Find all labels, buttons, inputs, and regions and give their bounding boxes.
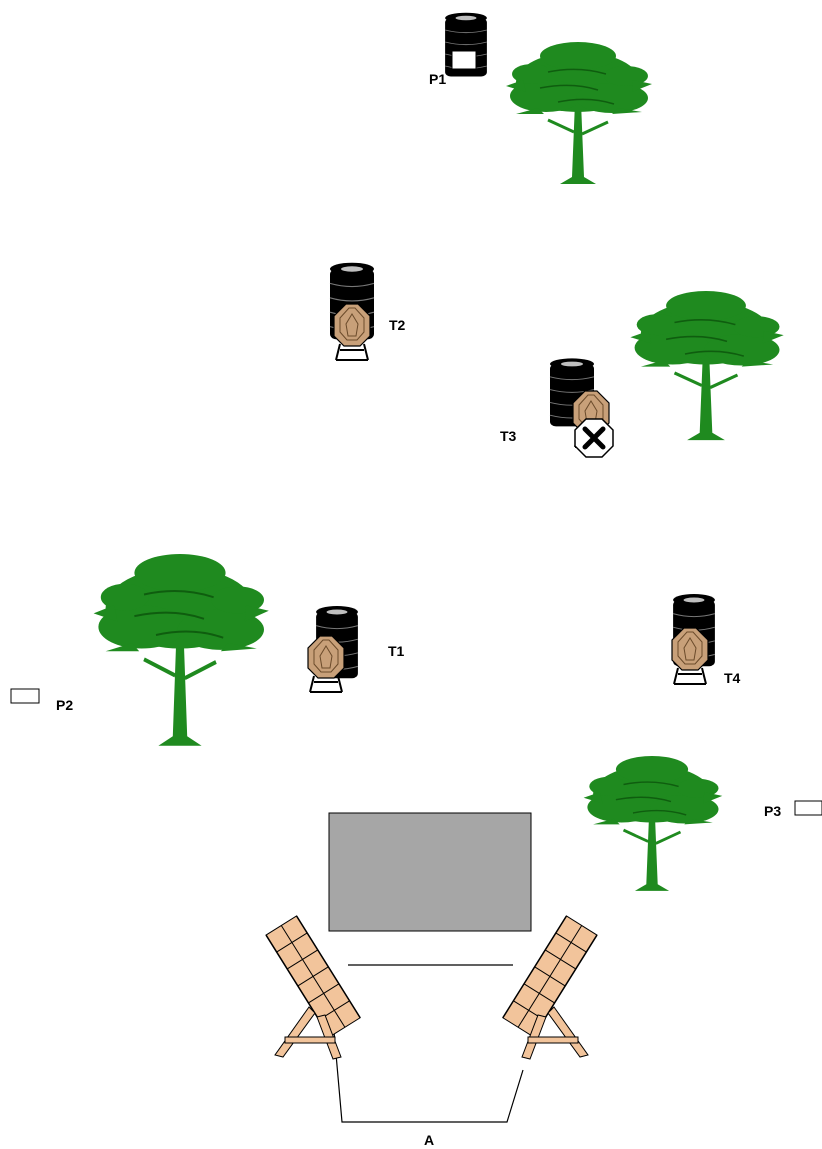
shooting-area-outline bbox=[333, 965, 523, 1122]
label-t4: T4 bbox=[724, 670, 741, 686]
tree-icon bbox=[584, 756, 723, 891]
label-p2: P2 bbox=[56, 697, 73, 713]
prop-box-icon bbox=[11, 689, 39, 703]
label-p3: P3 bbox=[764, 803, 781, 819]
label-t3: T3 bbox=[500, 428, 517, 444]
steel-target-icon bbox=[334, 304, 370, 360]
label-a: A bbox=[424, 1132, 434, 1148]
pallet-barricade-icon bbox=[266, 916, 360, 1059]
no-shoot-target-icon bbox=[575, 419, 613, 457]
label-t1: T1 bbox=[388, 643, 405, 659]
prop-box-icon bbox=[795, 801, 822, 815]
pallet-barricade-icon bbox=[503, 916, 597, 1059]
tree-icon bbox=[506, 42, 652, 184]
wall-structure bbox=[329, 813, 531, 931]
tree-icon bbox=[94, 554, 269, 746]
label-p1: P1 bbox=[429, 71, 446, 87]
label-t2: T2 bbox=[389, 317, 406, 333]
steel-target-icon bbox=[672, 628, 708, 684]
steel-target-icon bbox=[308, 636, 344, 692]
prop-box-icon bbox=[452, 51, 476, 69]
tree-icon bbox=[630, 291, 783, 440]
